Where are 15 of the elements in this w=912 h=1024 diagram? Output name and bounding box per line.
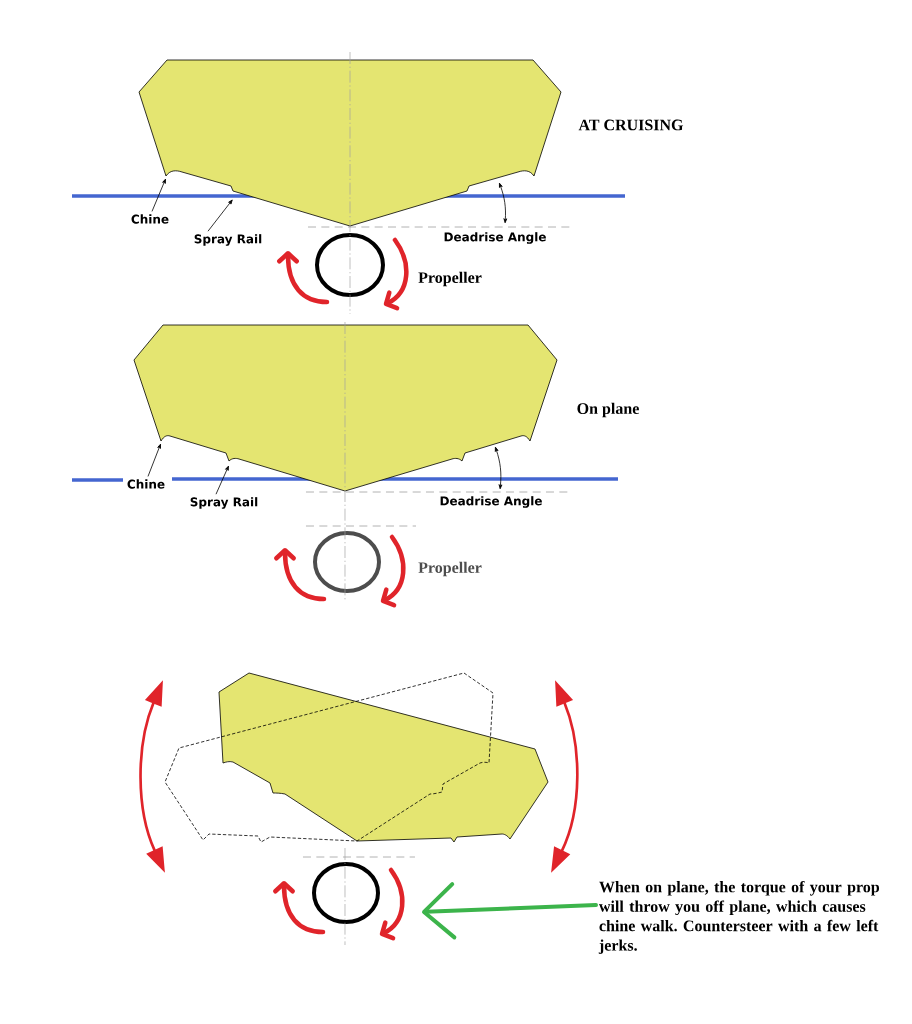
part-label: Spray Rail bbox=[190, 497, 258, 509]
note-text: When on plane, the torque of your prop will throw you off plane, which causes chine walk. Countersteer with a few left jerks. bbox=[598, 880, 880, 954]
part-label: Propeller bbox=[418, 561, 482, 577]
arrow bbox=[422, 882, 598, 940]
hull-shape bbox=[218, 672, 549, 843]
part-label: Propeller bbox=[418, 271, 482, 287]
leader-line bbox=[147, 443, 161, 477]
leader-line bbox=[207, 199, 233, 232]
part-label: Spray Rail bbox=[194, 234, 262, 246]
part-label: Chine bbox=[127, 479, 165, 489]
leader-line bbox=[215, 465, 229, 495]
state-label: On plane bbox=[577, 402, 639, 418]
leader-line bbox=[151, 178, 166, 212]
state-label: AT CRUISING bbox=[578, 119, 684, 131]
part-label: Chine bbox=[131, 214, 169, 224]
